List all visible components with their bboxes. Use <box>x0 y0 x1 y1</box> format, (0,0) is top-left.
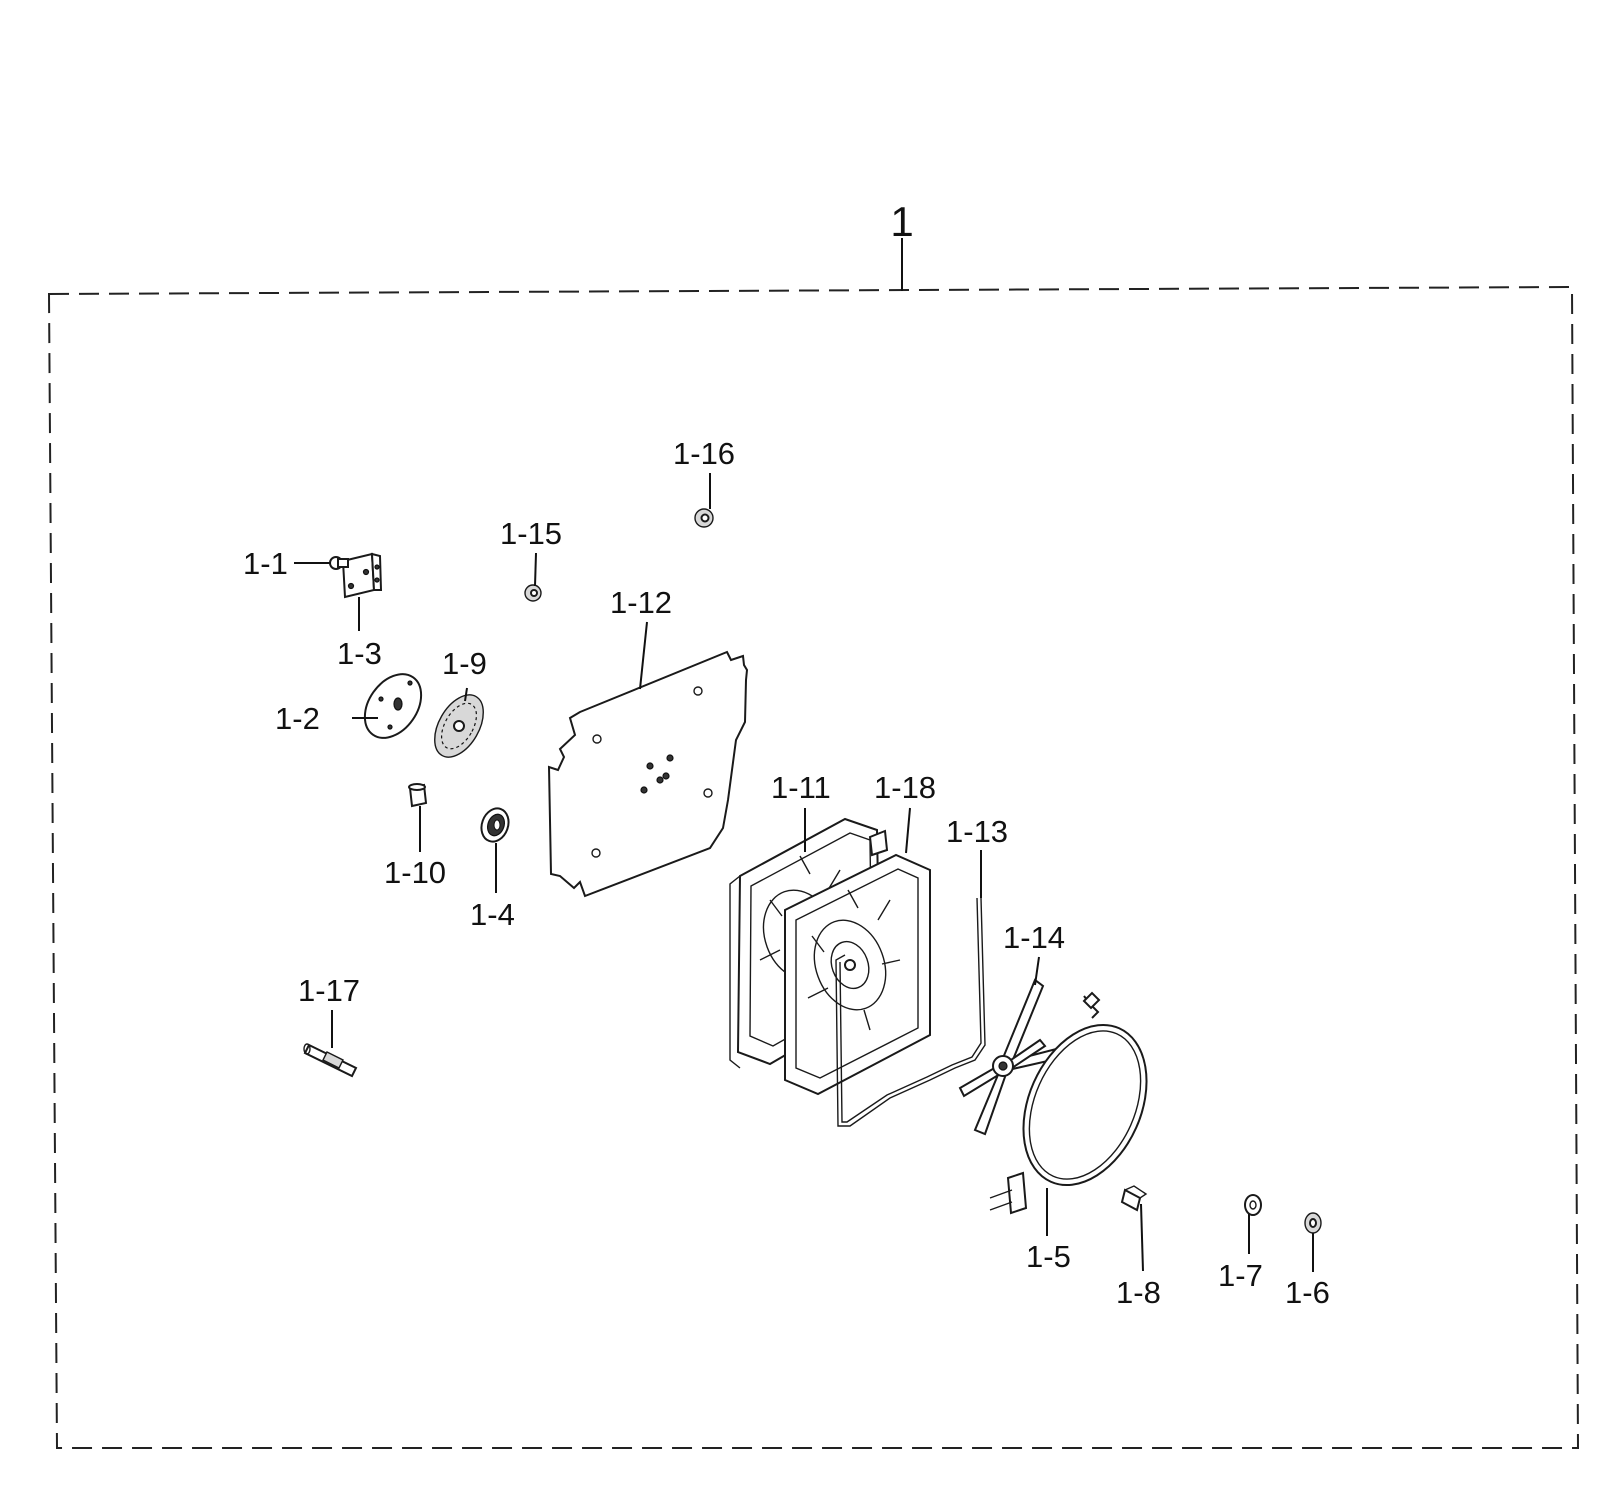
part-1-4-bearing <box>480 807 510 843</box>
callout-1-11: 1-11 <box>771 770 831 805</box>
part-1-6-nut <box>1304 1212 1322 1234</box>
callout-1-13: 1-13 <box>946 814 1008 849</box>
callout-1-5: 1-5 <box>1026 1239 1071 1274</box>
part-1-10-bushing <box>408 783 428 808</box>
callout-1-2: 1-2 <box>275 701 320 736</box>
callout-1-15: 1-15 <box>500 516 562 551</box>
callout-1-4: 1-4 <box>470 897 515 932</box>
callout-1-12: 1-12 <box>610 585 672 620</box>
part-1-9-perforated-disc <box>434 694 484 758</box>
part-1-13-wire <box>835 897 986 1127</box>
part-1-3-bracket <box>341 552 383 599</box>
callout-1-9: 1-9 <box>442 646 487 681</box>
part-small-clip <box>1082 991 1101 1010</box>
callout-1-18: 1-18 <box>874 770 936 805</box>
callout-1-6: 1-6 <box>1285 1275 1330 1310</box>
callout-1-10: 1-10 <box>384 855 446 890</box>
part-1-16-nut <box>694 508 714 528</box>
assembly-boundary <box>47 285 1580 1449</box>
part-1-12-plate <box>547 650 749 898</box>
leader-lines <box>294 473 1314 1272</box>
part-1-2-disc <box>363 673 423 739</box>
assembly-label: 1 <box>890 198 913 245</box>
callout-1-14: 1-14 <box>1003 920 1065 955</box>
part-1-17-shaft <box>303 1043 358 1078</box>
callout-1-17: 1-17 <box>298 973 360 1008</box>
part-1-1-bolt <box>329 556 349 570</box>
part-1-7-washer <box>1244 1194 1262 1216</box>
callout-1-16: 1-16 <box>673 436 735 471</box>
callout-1-7: 1-7 <box>1218 1258 1263 1293</box>
part-1-8-clip <box>1120 1185 1148 1212</box>
part-1-15-nut <box>524 584 542 602</box>
callout-1-3: 1-3 <box>337 636 382 671</box>
part-1-18-front-cover <box>784 829 931 1096</box>
callout-1-8: 1-8 <box>1116 1275 1161 1310</box>
callout-1-1: 1-1 <box>243 546 288 581</box>
